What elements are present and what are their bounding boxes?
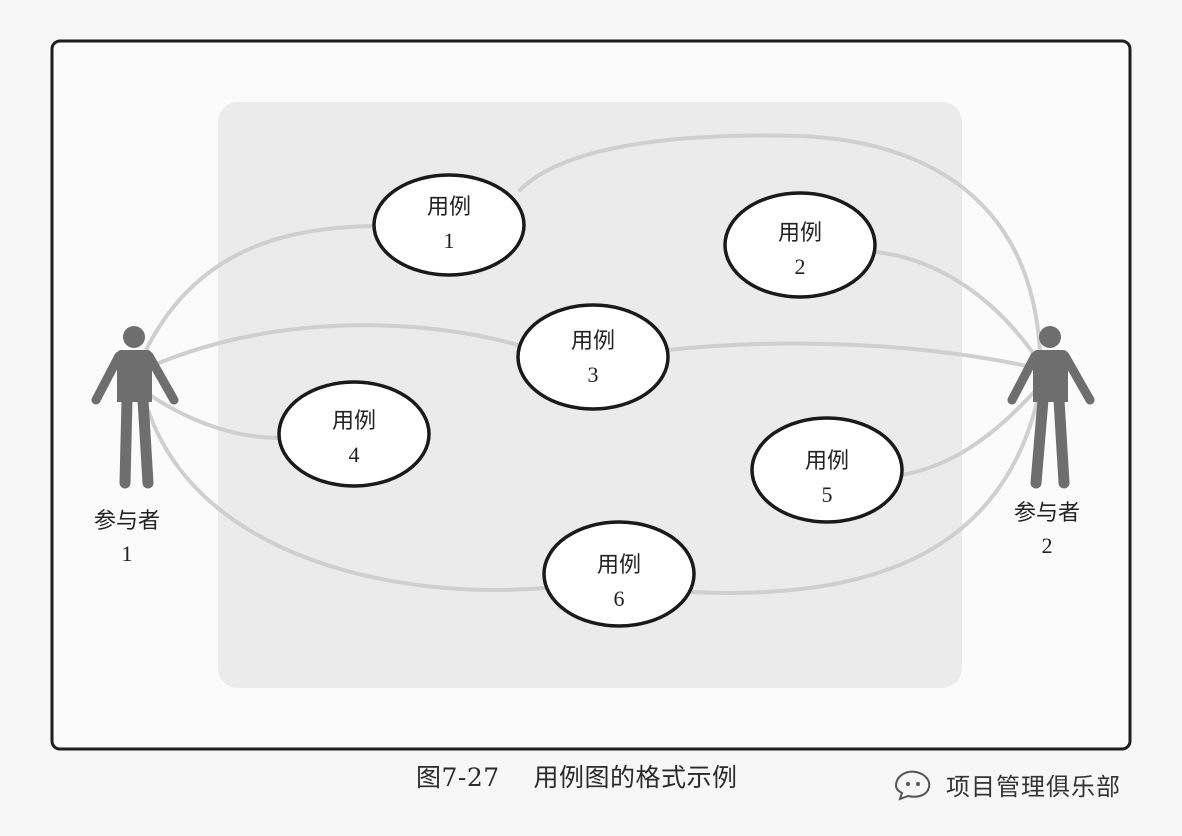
actor-2[interactable]: 参与者 2 (1007, 326, 1095, 558)
use-case-label: 用例 (427, 195, 471, 220)
watermark: 项目管理俱乐部 (890, 766, 1121, 802)
use-case-number: 2 (795, 254, 806, 279)
use-case-ellipse (372, 173, 526, 277)
figure-caption: 图7-27 用例图的格式示例 (416, 763, 738, 792)
assoc-actor2-uc1 (518, 133, 1042, 354)
assoc-actor2-uc6 (690, 396, 1040, 595)
use-case-5[interactable]: 用例 5 (750, 416, 904, 524)
actor-1[interactable]: 参与者 1 (91, 326, 179, 566)
use-case-ellipse (277, 380, 431, 488)
use-case-number: 3 (588, 362, 599, 387)
actor-number: 2 (1042, 533, 1053, 558)
assoc-actor1-uc3 (145, 323, 520, 370)
use-case-6[interactable]: 用例 6 (542, 520, 696, 628)
assoc-actor2-uc5 (900, 388, 1038, 477)
actor-label: 参与者 (1014, 501, 1080, 526)
use-case-ellipse (723, 191, 877, 299)
use-case-ellipse (750, 416, 904, 524)
use-case-1[interactable]: 用例 1 (372, 173, 526, 277)
actor-number: 1 (122, 541, 133, 566)
assoc-actor2-uc2 (874, 250, 1040, 362)
use-case-number: 5 (822, 482, 833, 507)
watermark-text: 项目管理俱乐部 (946, 772, 1121, 801)
use-case-number: 1 (444, 228, 455, 253)
assoc-actor1-uc4 (148, 393, 282, 440)
use-case-2[interactable]: 用例 2 (723, 191, 877, 299)
use-case-label: 用例 (597, 553, 641, 578)
assoc-actor1-uc1 (143, 224, 375, 354)
use-case-3[interactable]: 用例 3 (516, 303, 670, 411)
actor-figure-icon (91, 326, 179, 489)
actor-label: 参与者 (94, 509, 160, 534)
use-case-label: 用例 (805, 449, 849, 474)
actor-figure-icon (1007, 326, 1095, 489)
wechat-bubble-icon (894, 770, 931, 801)
use-case-ellipse (516, 303, 670, 411)
use-case-label: 用例 (332, 409, 376, 434)
use-case-ellipse (542, 520, 696, 628)
association-lines (143, 133, 1042, 595)
assoc-actor2-uc3 (666, 341, 1038, 370)
use-case-number: 4 (349, 442, 360, 467)
use-case-label: 用例 (778, 221, 822, 246)
use-case-number: 6 (614, 586, 625, 611)
use-case-label: 用例 (571, 329, 615, 354)
assoc-actor1-uc6 (146, 408, 547, 592)
use-case-4[interactable]: 用例 4 (277, 380, 431, 488)
